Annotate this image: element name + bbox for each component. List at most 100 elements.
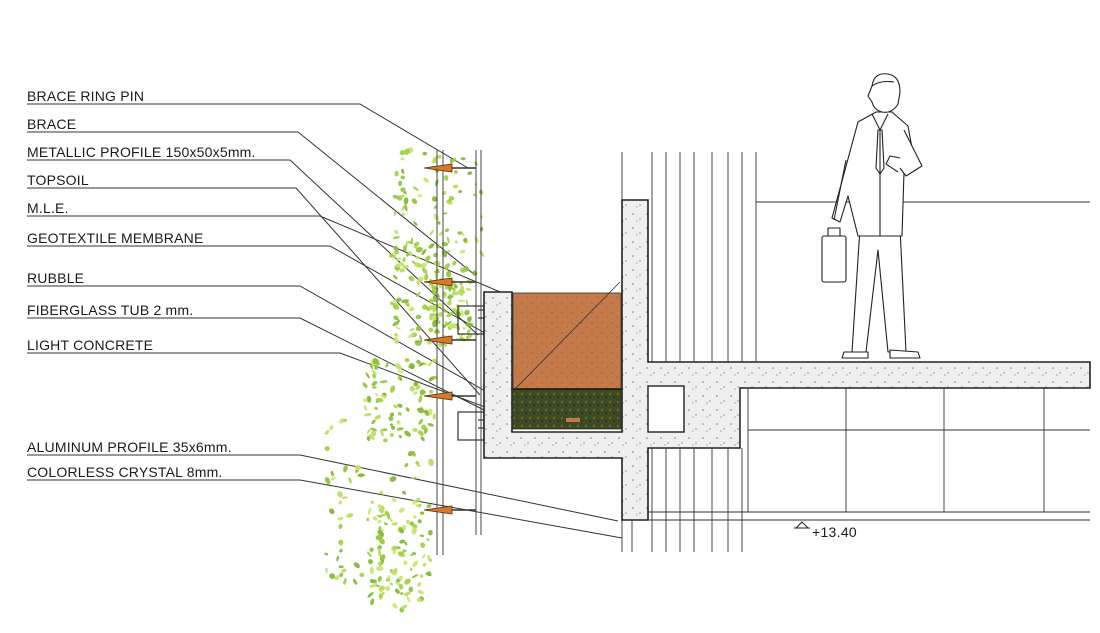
leaf <box>376 514 382 518</box>
leaf <box>396 297 402 302</box>
leaf <box>371 419 376 425</box>
leaf <box>417 582 421 587</box>
leaf <box>415 314 422 320</box>
leaf <box>446 236 450 244</box>
leaf <box>428 305 436 311</box>
leaf <box>404 203 408 212</box>
leaf <box>422 553 426 559</box>
leaf <box>394 170 399 177</box>
leaf <box>429 389 434 394</box>
leaf <box>382 392 387 396</box>
leaf <box>453 169 458 174</box>
leaf <box>428 243 435 249</box>
leaf <box>443 308 447 313</box>
leaf <box>411 574 419 579</box>
leaf <box>389 385 396 393</box>
leaf <box>453 284 458 289</box>
leaf <box>460 157 466 161</box>
leaf <box>411 476 417 480</box>
leaf <box>413 381 419 387</box>
leaf <box>423 177 429 183</box>
leaf <box>377 548 382 557</box>
leaf <box>397 370 404 374</box>
leaf <box>388 416 394 422</box>
leaf <box>437 293 440 302</box>
leaf <box>460 267 466 273</box>
leaf <box>329 508 335 515</box>
briefcase-icon <box>821 235 847 283</box>
leaf <box>417 589 424 595</box>
leaf <box>413 221 418 226</box>
leaf <box>371 369 377 375</box>
leaf <box>409 385 415 392</box>
leaf <box>415 255 420 260</box>
leaf <box>403 560 408 565</box>
leaf <box>396 318 401 323</box>
leaf <box>411 450 416 457</box>
leaf <box>441 250 448 258</box>
leaf <box>370 427 378 432</box>
label-metallic-profile: METALLIC PROFILE 150x50x5mm. <box>27 144 256 160</box>
leaf <box>352 578 358 585</box>
leaf <box>338 565 344 569</box>
leaf <box>398 507 405 513</box>
leaf <box>371 381 378 387</box>
leaf <box>339 572 344 578</box>
leader-lines <box>27 103 623 539</box>
leaf <box>400 157 405 161</box>
level-label: +13.40 <box>812 524 858 540</box>
leaf <box>339 418 344 424</box>
leaf <box>448 322 454 329</box>
leaf <box>402 245 408 251</box>
leaf <box>374 365 379 370</box>
rubble-layer <box>512 388 622 430</box>
leaf <box>408 275 415 282</box>
leaf <box>457 231 462 235</box>
leaf <box>334 575 340 581</box>
leaf <box>419 574 424 578</box>
leaf <box>449 158 453 164</box>
leaf <box>443 175 449 181</box>
leaf <box>391 545 398 551</box>
leaf <box>398 575 403 581</box>
leaf <box>398 180 403 187</box>
leaf <box>378 591 385 597</box>
label-light-concrete: LIGHT CONCRETE <box>27 337 154 353</box>
leaf <box>377 576 382 582</box>
leaf <box>374 406 379 411</box>
leaf <box>448 285 452 292</box>
leaf <box>393 404 398 409</box>
leaf <box>366 428 372 434</box>
leaf <box>438 231 444 236</box>
leaf <box>397 403 403 408</box>
leaf <box>366 517 370 522</box>
leaf <box>390 301 394 305</box>
leaf <box>472 193 477 197</box>
leaf <box>431 315 438 321</box>
leaf <box>444 228 450 233</box>
leaf <box>432 319 438 328</box>
leaf <box>410 567 413 571</box>
leader-fiberglass <box>27 317 489 413</box>
leaf <box>389 582 393 586</box>
leaf <box>419 389 426 395</box>
leaf <box>397 411 402 416</box>
leaf <box>432 413 436 420</box>
leaf <box>400 175 406 180</box>
leaf <box>372 373 377 379</box>
leaf <box>341 568 347 573</box>
leaf <box>452 184 459 189</box>
leaf <box>417 519 422 524</box>
leaf <box>392 236 400 240</box>
leader-crystal <box>27 479 623 539</box>
leaf <box>324 430 330 435</box>
leaf <box>364 413 372 417</box>
leaf <box>374 393 379 397</box>
leaf <box>329 573 336 579</box>
leaf <box>394 588 400 594</box>
leaf <box>389 516 393 523</box>
leaf <box>400 604 408 610</box>
leaf <box>419 334 423 343</box>
leaf <box>421 248 427 256</box>
